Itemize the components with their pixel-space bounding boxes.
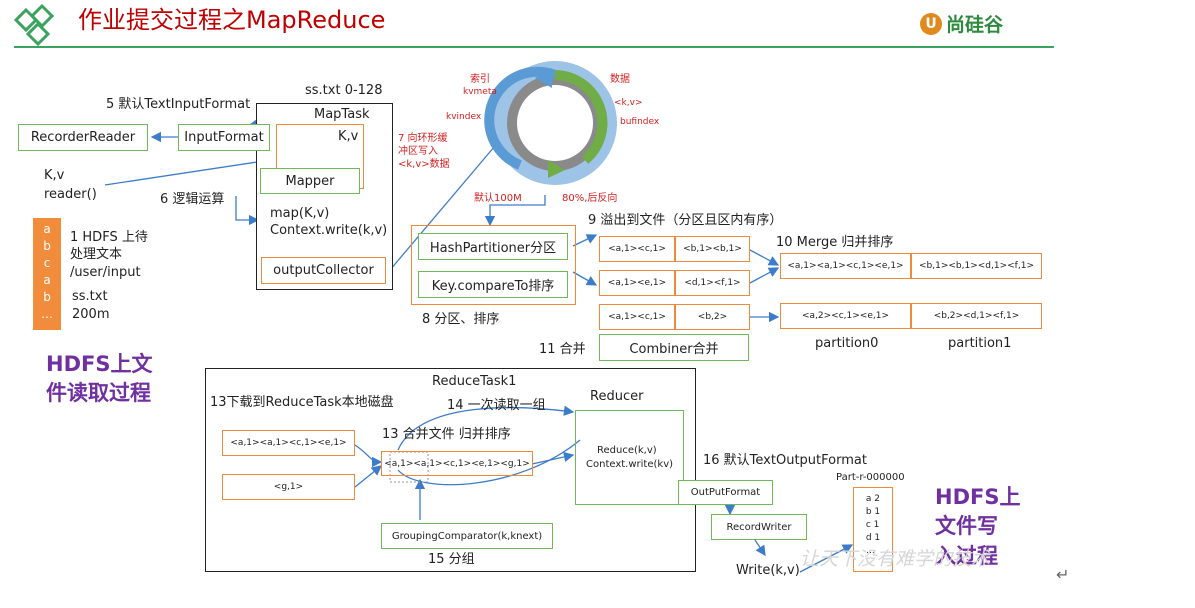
step7-label-1: 7 向环形缓	[398, 133, 448, 144]
hdfs-write-line2: 文件写	[935, 514, 998, 539]
output-line: d 1	[865, 533, 881, 543]
spill-cell: <a,1><c,1>	[599, 236, 675, 262]
brand-u-icon: U	[920, 12, 942, 35]
output-file-box: a 2 b 1 c 1 d 1 …	[853, 487, 893, 572]
hdfs-file-char: b	[43, 290, 51, 304]
reduce-write-label: Context.write(kv)	[586, 459, 674, 470]
reducetask-container	[205, 368, 696, 572]
step8-label: 8 分区、排序	[422, 312, 500, 327]
spill-cell: <d,1><f,1>	[675, 270, 750, 296]
recorderreader-box: RecorderReader	[18, 124, 148, 151]
step16-label: 16 默认TextOutputFormat	[703, 453, 867, 468]
hdfs-file-char: a	[43, 273, 51, 287]
step13-merge-label: 13 合并文件 归并排序	[382, 427, 511, 442]
combined-cell-partition1: <b,2><d,1><f,1>	[911, 303, 1042, 329]
brand-logo: U 尚硅谷	[920, 10, 1003, 37]
ring-buffer-icon	[484, 61, 617, 185]
step1-file-label: ss.txt	[72, 289, 108, 304]
partition-sort-container	[411, 225, 576, 305]
output-line: a 2	[865, 494, 880, 504]
compareto-box: Key.compareTo排序	[418, 271, 568, 298]
outputformat-box: OutPutFormat	[678, 480, 773, 505]
hdfs-write-title: HDFS上 文件写 入过程	[935, 483, 1020, 571]
step7-label-2: 冲区写入	[398, 146, 438, 157]
hdfs-file-char: …	[41, 307, 53, 321]
kv-reader-label: K,v	[44, 168, 65, 183]
combiner-box: Combiner合并	[599, 334, 749, 361]
step1-path-label: /user/input	[70, 265, 141, 280]
hdfs-write-line3: 入过程	[935, 543, 998, 568]
step5-label: 5 默认TextInputFormat	[106, 97, 251, 112]
hdfs-read-line2: 件读取过程	[46, 381, 151, 406]
step1-text-label: 处理文本	[70, 247, 123, 262]
context-write-label: Context.write(k,v)	[270, 223, 388, 238]
inputformat-box: InputFormat	[178, 124, 270, 151]
bufindex-label: bufindex	[620, 117, 660, 127]
diamond-logo-icon	[14, 3, 55, 46]
output-line: b 1	[865, 507, 881, 517]
output-line: …	[865, 546, 875, 556]
hdfs-file-char: a	[43, 222, 51, 236]
brand-name: 尚硅谷	[946, 14, 1004, 36]
step1-label: 1 HDFS 上待	[70, 230, 148, 245]
reducer-box	[575, 410, 684, 505]
partition1-label: partition1	[948, 336, 1012, 351]
spill-cell: <a,1><e,1>	[599, 270, 675, 296]
kv-label: K,v	[338, 129, 359, 144]
step1-size-label: 200m	[72, 307, 110, 322]
header-divider	[14, 46, 1054, 48]
maptask-label: MapTask	[314, 107, 370, 122]
reducetask-label: ReduceTask1	[432, 374, 517, 389]
mapper-box: Mapper	[260, 168, 360, 194]
watermark: 让天下没有难学的技术	[800, 548, 991, 570]
reduce-merged-cell: <a,1><a,1><c,1><e,1><g,1>	[381, 451, 533, 476]
recordwriter-box: RecordWriter	[711, 514, 807, 540]
reducer-label: Reducer	[590, 389, 644, 404]
merge-cell-partition1: <b,1><b,1><d,1><f,1>	[911, 253, 1042, 279]
data-label: 数据	[610, 74, 630, 85]
reverse-80-label: 80%,后反向	[562, 193, 618, 204]
kvmeta-label: kvmeta	[463, 87, 497, 97]
step15-label: 15 分组	[428, 552, 475, 567]
grouping-comparator-box: GroupingComparator(k,knext)	[381, 523, 553, 549]
part-file-label: Part-r-000000	[836, 472, 905, 483]
step13-download-label: 13下载到ReduceTask本地磁盘	[210, 395, 394, 410]
hdfs-write-line1: HDFS上	[935, 485, 1021, 509]
spill-cell: <a,1><c,1>	[599, 304, 675, 330]
reduce-input-cell: <a,1><a,1><c,1><e,1>	[222, 430, 355, 456]
ss-range-label: ss.txt 0-128	[305, 83, 383, 98]
default-100m-label: 默认100M	[474, 193, 522, 204]
reader-call-label: reader()	[44, 187, 97, 202]
merge-cell-partition0: <a,1><a,1><c,1><e,1>	[780, 253, 911, 279]
step6-label: 6 逻辑运算	[160, 192, 225, 207]
combined-cell-partition0: <a,2><c,1><e,1>	[780, 303, 911, 329]
spill-cell: <b,1><b,1>	[675, 236, 750, 262]
index-label: 索引	[470, 74, 490, 85]
hdfs-read-line1: HDFS上文	[46, 352, 153, 376]
partition0-label: partition0	[815, 336, 879, 351]
reduce-call-label: Reduce(k,v)	[597, 445, 657, 456]
hashpartitioner-box: HashPartitioner分区	[418, 233, 568, 260]
step10-label: 10 Merge 归并排序	[776, 235, 894, 250]
step11-label: 11 合并	[539, 342, 586, 357]
spill-cell: <b,2>	[675, 304, 750, 330]
reduce-input-cell: <g,1>	[222, 474, 355, 500]
step9-label: 9 溢出到文件（分区且区内有序）	[588, 213, 783, 228]
step14-label: 14 一次读取一组	[447, 398, 546, 413]
page-title: 作业提交过程之MapReduce	[78, 6, 386, 34]
hdfs-file-char: b	[43, 239, 51, 253]
write-call-label: Write(k,v)	[736, 563, 800, 578]
return-icon: ↵	[1056, 565, 1070, 584]
map-call-label: map(K,v)	[270, 206, 330, 221]
outputcollector-box: outputCollector	[261, 257, 386, 284]
step7-label-3: <k,v>数据	[398, 159, 450, 170]
kv-angle-label: <k,v>	[614, 98, 643, 108]
output-line: c 1	[865, 520, 880, 530]
kvindex-label: kvindex	[446, 112, 482, 122]
hdfs-file-char: c	[43, 256, 51, 270]
hdfs-read-title: HDFS上文 件读取过程	[46, 350, 152, 409]
